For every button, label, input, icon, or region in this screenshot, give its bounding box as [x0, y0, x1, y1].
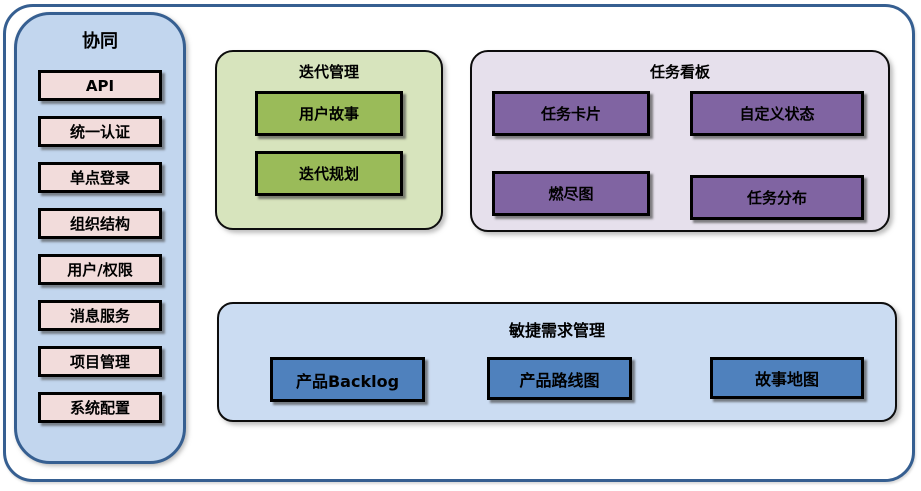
- sidebar-item-system-config: 系统配置: [38, 392, 162, 423]
- item-iteration-planning: 迭代规划: [255, 151, 403, 196]
- sidebar-item-api: API: [38, 70, 162, 101]
- sidebar-item-message-service: 消息服务: [38, 300, 162, 331]
- item-task-distribution: 任务分布: [690, 175, 864, 220]
- iteration-management-title: 迭代管理: [298, 63, 359, 81]
- task-board-panel: 任务看板 任务卡片 自定义状态 燃尽图 任务分布: [470, 50, 890, 232]
- agile-requirements-title: 敏捷需求管理: [508, 321, 605, 340]
- sidebar-item-user-permissions: 用户/权限: [38, 254, 162, 285]
- agile-requirements-panel: 敏捷需求管理 产品Backlog 产品路线图 故事地图: [217, 302, 897, 422]
- item-burndown-chart: 燃尽图: [492, 171, 650, 216]
- sidebar-item-org-structure: 组织结构: [38, 208, 162, 239]
- sidebar-item-unified-auth: 统一认证: [38, 116, 162, 147]
- task-board-grid: 任务卡片 自定义状态 燃尽图 任务分布: [472, 91, 888, 220]
- iteration-management-panel: 迭代管理 用户故事 迭代规划: [215, 50, 443, 230]
- item-custom-status: 自定义状态: [690, 91, 864, 136]
- collaboration-item-list: API 统一认证 单点登录 组织结构 用户/权限 消息服务 项目管理 系统配置: [38, 70, 162, 423]
- item-user-story: 用户故事: [255, 91, 403, 136]
- item-product-roadmap: 产品路线图: [487, 357, 632, 400]
- task-board-title: 任务看板: [649, 63, 710, 81]
- sidebar-item-sso: 单点登录: [38, 162, 162, 193]
- item-task-card: 任务卡片: [492, 91, 650, 136]
- collaboration-panel: 协同 API 统一认证 单点登录 组织结构 用户/权限 消息服务 项目管理 系统…: [14, 12, 186, 464]
- agile-requirements-row: 产品Backlog 产品路线图 故事地图: [219, 357, 895, 402]
- item-story-map: 故事地图: [710, 357, 864, 399]
- sidebar-item-project-management: 项目管理: [38, 346, 162, 377]
- collaboration-panel-title: 协同: [82, 31, 118, 52]
- diagram-frame: 协同 API 统一认证 单点登录 组织结构 用户/权限 消息服务 项目管理 系统…: [3, 4, 915, 482]
- item-product-backlog: 产品Backlog: [270, 357, 425, 402]
